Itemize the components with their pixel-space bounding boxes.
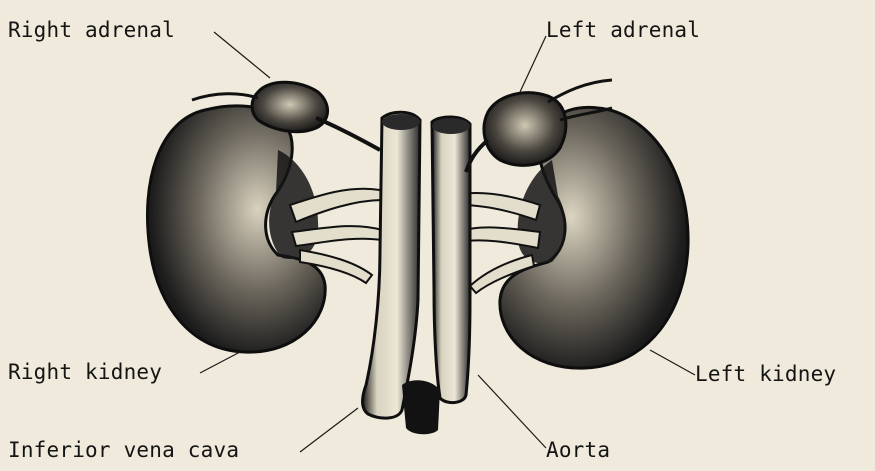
right-adrenal-vein (316, 118, 380, 150)
inferior-vena-cava-label: Inferior vena cava (8, 440, 239, 461)
left-adrenal-shape (484, 93, 566, 166)
inferior-vena-cava-shape (363, 112, 421, 418)
right-adrenal-label: Right adrenal (8, 20, 175, 41)
aorta-opening (432, 118, 470, 134)
right-adrenal-shape (252, 82, 328, 131)
left-adrenal-label: Left adrenal (546, 20, 700, 41)
left-kidney-label: Left kidney (695, 364, 836, 385)
aorta-shape (432, 117, 470, 403)
ivc-opening (382, 114, 420, 130)
iliac-vessels (402, 380, 440, 434)
right-kidney-label: Right kidney (8, 362, 162, 383)
aorta-label: Aorta (546, 440, 610, 461)
